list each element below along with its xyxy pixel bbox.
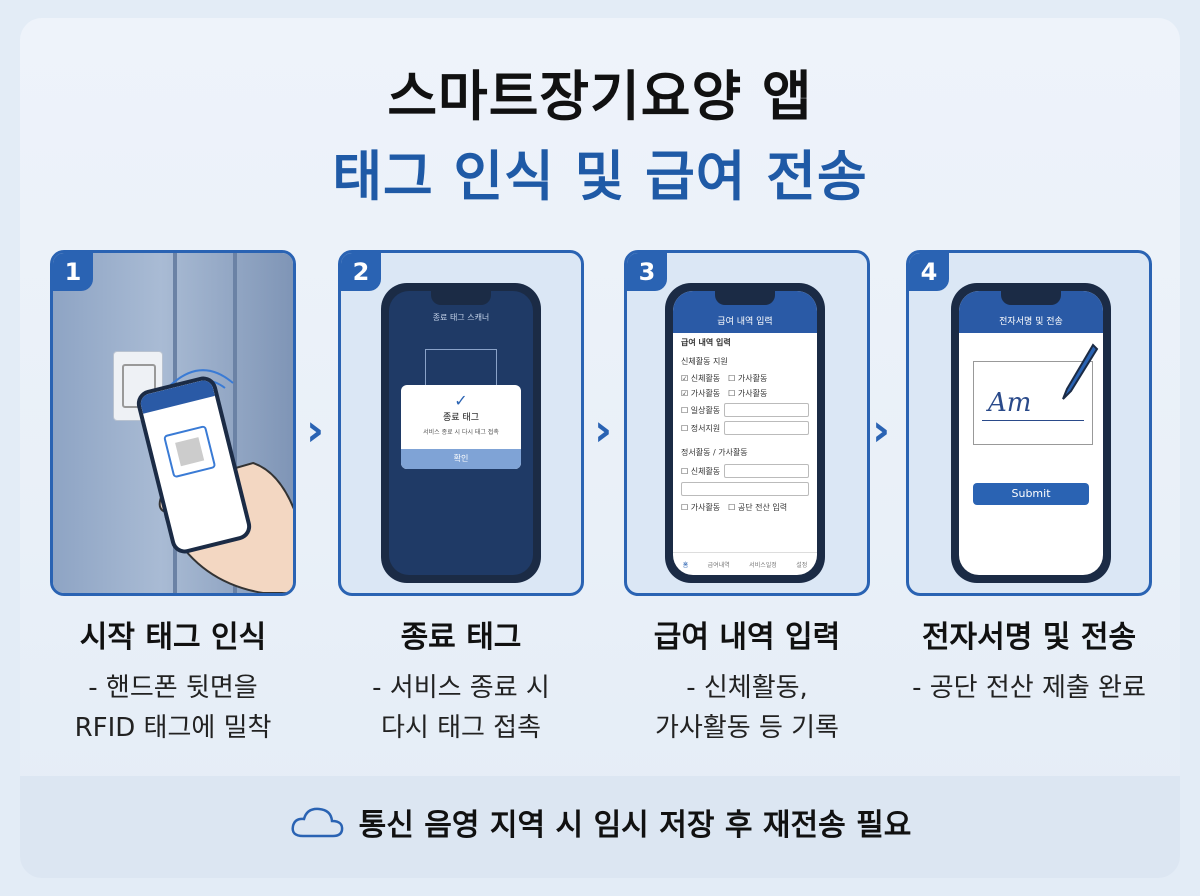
nav-records[interactable]: 급여내역: [707, 561, 730, 569]
step-1-desc: RFID 태그에 밀착: [74, 713, 272, 743]
step-2-caption: 종료 태그 - 서비스 종료 시 다시 태그 접촉: [311, 612, 611, 748]
checkbox[interactable]: ☑ 가사활동: [681, 389, 721, 398]
checkbox[interactable]: ☐ 신체활동: [681, 466, 721, 476]
page-title: 스마트장기요양 앱: [387, 65, 813, 128]
checkbox[interactable]: ☐ 정서지원: [681, 423, 721, 433]
phone-step-4: 전자서명 및 전송 Am Submit: [951, 283, 1111, 583]
chevron-right-icon: ›: [872, 405, 891, 456]
step-1-caption: 시작 태그 인식 - 핸드폰 뒷면을 RFID 태그에 밀착: [23, 612, 323, 748]
step-3-desc: - 신체활동,: [686, 673, 808, 703]
submit-button[interactable]: Submit: [973, 483, 1089, 505]
cloud-icon: [291, 807, 343, 838]
text-field[interactable]: [724, 403, 809, 417]
checkbox[interactable]: ☐ 가사활동: [728, 374, 768, 383]
step-2-heading: 종료 태그: [400, 620, 522, 655]
chevron-right-icon: ›: [594, 405, 613, 456]
door-frame: [233, 253, 237, 593]
dialog-confirm-button[interactable]: 확인: [401, 449, 521, 469]
section-title: 급여 내역 입력: [681, 338, 731, 347]
step-1-desc: - 핸드폰 뒷면을: [88, 673, 258, 703]
checkbox[interactable]: ☑ 신체활동: [681, 374, 721, 383]
screen-header: 종료 태그 스캐너: [432, 313, 490, 322]
footer-band: [20, 776, 1180, 878]
step-2-desc: - 서비스 종료 시: [372, 673, 550, 703]
screen-header: 급여 내역 입력: [673, 291, 817, 333]
chevron-right-icon: ›: [306, 405, 325, 456]
step-4-desc: - 공단 전산 제출 완료: [912, 673, 1146, 703]
checkbox[interactable]: ☐ 공단 전산 입력: [728, 503, 788, 512]
step-3-caption: 급여 내역 입력 - 신체활동, 가사활동 등 기록: [597, 612, 897, 748]
phone-step-3: 급여 내역 입력 급여 내역 입력 신체활동 지원 ☑ 신체활동 ☐ 가사활동 …: [665, 283, 825, 583]
dialog-subtitle: 서비스 종료 시 다시 태그 접촉: [423, 429, 499, 436]
step-2-desc: 다시 태그 접촉: [380, 713, 542, 743]
step-4-badge: 4: [909, 253, 949, 291]
nav-home[interactable]: 홈: [682, 561, 689, 569]
signature-pad[interactable]: Am: [973, 361, 1093, 445]
step-3-desc: 가사활동 등 기록: [655, 713, 839, 743]
step-2-panel: 2 종료 태그 스캐너 ✓ 종료 태그 서비스 종료 시 다시 태그 접촉 확인: [338, 250, 584, 596]
scan-frame-icon: [162, 424, 217, 479]
step-1-panel: 1: [50, 250, 296, 596]
pen-icon: [1062, 343, 1099, 400]
dialog-title: 종료 태그: [443, 413, 479, 423]
signature-text: Am: [988, 388, 1032, 418]
checkbox[interactable]: ☐ 가사활동: [681, 503, 721, 512]
bottom-nav: 홈 급여내역 서비스일정 설정: [673, 552, 817, 575]
footer-text: 통신 음영 지역 시 임시 저장 후 재전송 필요: [358, 808, 912, 843]
step-3-panel: 3 급여 내역 입력 급여 내역 입력 신체활동 지원 ☑ 신체활동 ☐ 가사활…: [624, 250, 870, 596]
group-2-title: 정서활동 / 가사활동: [681, 448, 748, 457]
step-3-badge: 3: [627, 253, 667, 291]
nav-settings[interactable]: 설정: [796, 561, 808, 569]
nav-schedule[interactable]: 서비스일정: [749, 561, 777, 569]
text-field[interactable]: [681, 482, 809, 496]
text-field[interactable]: [724, 464, 809, 478]
step-4-panel: 4 전자서명 및 전송 Am Submit: [906, 250, 1152, 596]
confirm-dialog: ✓ 종료 태그 서비스 종료 시 다시 태그 접촉 확인: [401, 385, 521, 469]
step-4-heading: 전자서명 및 전송: [921, 620, 1137, 655]
phone-step-2: 종료 태그 스캐너 ✓ 종료 태그 서비스 종료 시 다시 태그 접촉 확인: [381, 283, 541, 583]
checkbox[interactable]: ☐ 일상활동: [681, 405, 721, 415]
check-circle-icon: ✓: [454, 391, 468, 410]
step-4-caption: 전자서명 및 전송 - 공단 전산 제출 완료: [879, 612, 1179, 708]
step-2-badge: 2: [341, 253, 381, 291]
step-1-heading: 시작 태그 인식: [79, 620, 267, 655]
page-subtitle: 태그 인식 및 급여 전송: [332, 145, 868, 208]
checkbox[interactable]: ☐ 가사활동: [728, 389, 768, 398]
step-1-badge: 1: [53, 253, 93, 291]
group-1-title: 신체활동 지원: [681, 357, 728, 366]
step-3-heading: 급여 내역 입력: [653, 620, 841, 655]
text-field[interactable]: [724, 421, 809, 435]
footer-note: 통신 음영 지역 시 임시 저장 후 재전송 필요: [0, 800, 1200, 844]
